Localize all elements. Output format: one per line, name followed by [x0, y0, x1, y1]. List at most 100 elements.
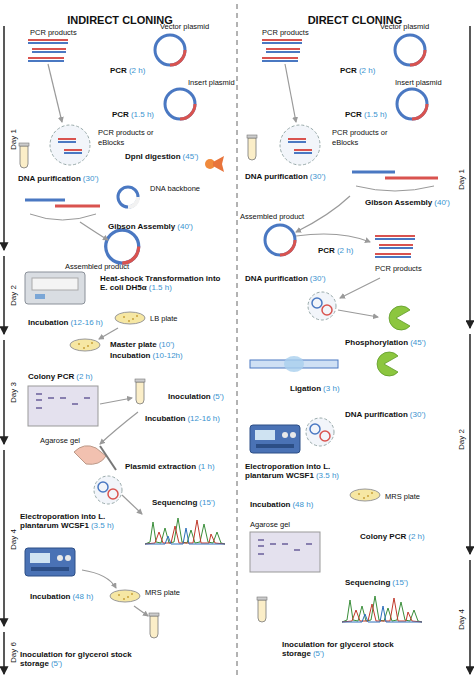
step-label: Incubation(12-16 h): [145, 414, 220, 423]
step-name: Inoculation for glycerol stock storage: [20, 650, 132, 668]
drawing-part: [469, 334, 471, 554]
day-arrows: [4, 26, 470, 674]
step-name: Incubation: [145, 414, 185, 423]
part-label: PCR products: [30, 28, 77, 37]
drawing-part: [397, 89, 427, 119]
duration: (30'): [83, 174, 99, 183]
step-label: Inoculation for glycerol stock storage(5…: [20, 650, 170, 668]
drawing-part: [3, 26, 5, 250]
drawing-part: [352, 171, 395, 174]
drawing-part: [134, 606, 148, 616]
drawing-part: [30, 214, 96, 220]
step-label: Agarose gel: [250, 520, 290, 530]
step-label: Incubation(12-16 h): [28, 318, 103, 327]
drawing-part: [25, 272, 85, 304]
drawing-part: [149, 613, 159, 638]
part-label: Agarose gel: [250, 520, 290, 529]
step-name: DNA purification: [245, 172, 308, 181]
step-label: MRS plate: [145, 588, 180, 598]
left-steps: [19, 35, 225, 638]
step-label: DNA purification(30'): [245, 172, 326, 181]
drawing-part: [155, 35, 185, 65]
step-label: PCR products or eBlocks: [98, 128, 168, 147]
part-label: PCR products: [375, 264, 422, 273]
drawing-part: [118, 187, 138, 207]
day-label: Day 4: [456, 610, 465, 631]
drawing-part: [308, 292, 336, 320]
step-label: DNA backbone: [150, 184, 200, 194]
day-label: Day 1: [456, 170, 465, 191]
part-label: MRS plate: [145, 588, 180, 597]
step-label: Incubation(10-12h): [110, 351, 183, 360]
day-label: Day 4: [8, 530, 17, 551]
duration: (3.5 h): [91, 521, 114, 530]
drawing-part: [50, 125, 90, 165]
duration: (5'): [213, 392, 224, 401]
drawing-part: [25, 199, 65, 202]
step-label: PCR products: [375, 264, 422, 274]
step-label: Incubation(48 h): [250, 500, 313, 509]
drawing-part: [247, 135, 257, 160]
step-name: Plasmid extraction: [125, 462, 196, 471]
drawing-part: [3, 632, 5, 674]
drawing-part: [80, 222, 108, 240]
step-label: Sequencing(15'): [152, 498, 215, 507]
step-name: DNA purification: [245, 274, 308, 283]
step-label: Vector plasmid: [380, 22, 429, 32]
duration: (15'): [199, 498, 215, 507]
drawing-part: [250, 425, 300, 453]
part-label: Vector plasmid: [160, 22, 209, 31]
day-label: Day 4: [8, 530, 17, 551]
drawing-part: [100, 398, 132, 404]
part-label: PCR products or eBlocks: [332, 128, 387, 147]
step-name: PCR: [345, 110, 362, 119]
step-label: PCR(1.5 h): [112, 110, 154, 119]
column-heading: INDIRECT CLONING: [67, 14, 173, 27]
duration: (3 h): [323, 384, 339, 393]
duration: (2 h): [337, 246, 353, 255]
part-label: PCR products: [262, 28, 309, 37]
step-label: Vector plasmid: [160, 22, 209, 32]
duration: (2 h): [129, 66, 145, 75]
drawing-part: [3, 340, 5, 444]
part-label: DNA backbone: [150, 184, 200, 193]
step-name: Incubation: [28, 318, 68, 327]
step-label: DNA purification(30'): [18, 174, 99, 183]
step-name: Sequencing: [345, 578, 390, 587]
flow-arrows: [48, 64, 380, 616]
day-label: Day 2: [456, 430, 465, 451]
step-label: Sequencing(15'): [345, 578, 408, 587]
step-name: Master plate: [110, 340, 157, 349]
step-label: Colony PCR(2 h): [28, 372, 93, 381]
drawing-part: [285, 64, 296, 122]
drawing-part: [100, 446, 116, 470]
step-label: Heat-shock Transformation into E. coli D…: [100, 274, 230, 292]
step-label: Insert plasmid: [395, 78, 442, 88]
step-name: DpnI digestion: [125, 152, 181, 161]
step-label: Inoculation for glycerol stock storage(5…: [282, 640, 432, 658]
step-name: Colony PCR: [28, 372, 74, 381]
step-label: Incubation(48 h): [30, 592, 93, 601]
step-label: DpnI digestion(45'): [125, 152, 198, 161]
duration: (12-16 h): [187, 414, 219, 423]
drawing-part: [35, 294, 45, 299]
drawing-part: [55, 205, 100, 208]
part-label: LB plate: [150, 314, 178, 323]
duration: (1.5 h): [131, 110, 154, 119]
day-label: Day 6: [8, 643, 17, 664]
drawing-part: [395, 35, 425, 65]
drawing-part: [237, 4, 238, 676]
step-name: Colony PCR: [360, 532, 406, 541]
part-label: Insert plasmid: [188, 78, 235, 87]
drawing-part: [280, 125, 320, 165]
day-label: Day 1: [8, 130, 17, 151]
day-label: Day 2: [8, 286, 17, 307]
drawing-part: [389, 306, 410, 330]
right-steps: [247, 35, 438, 622]
step-label: Insert plasmid: [188, 78, 235, 88]
drawing-part: [342, 596, 422, 622]
drawing-part: [82, 570, 116, 588]
drawing-part: [32, 278, 78, 290]
duration: (45'): [410, 338, 426, 347]
